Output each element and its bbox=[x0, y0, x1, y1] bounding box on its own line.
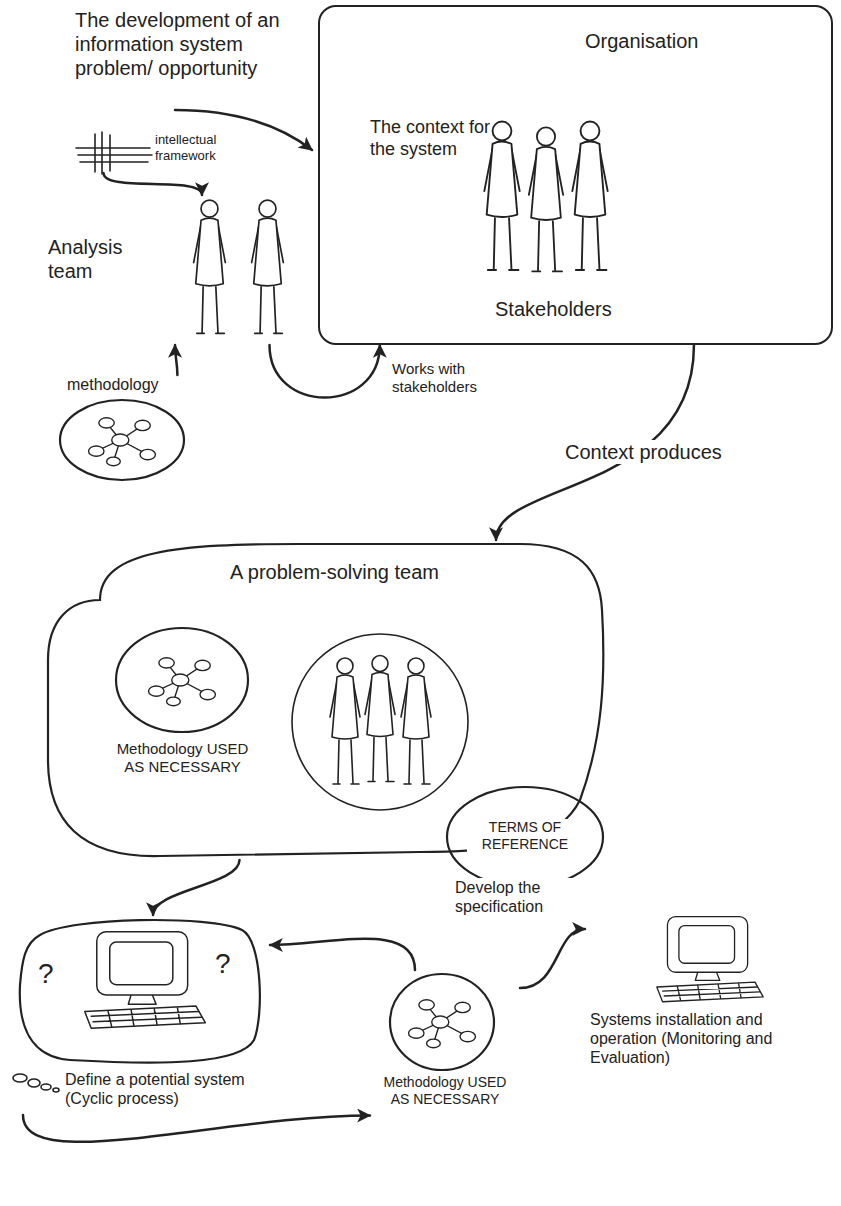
team-figure bbox=[330, 658, 360, 784]
node-text: TERMS OF REFERENCE bbox=[467, 819, 583, 853]
stakeholder-figure bbox=[484, 122, 519, 271]
methodology-ellipse: methodology bbox=[55, 375, 191, 485]
organisation-box: OrganisationThe context for the systemSt… bbox=[318, 5, 833, 345]
node-text: A problem-solving team bbox=[230, 560, 490, 584]
connector-arrow bbox=[270, 939, 415, 970]
analyst-figure bbox=[194, 200, 226, 333]
node-text: Systems installation and operation (Moni… bbox=[590, 1010, 785, 1068]
node-text: Stakeholders bbox=[495, 297, 655, 321]
thought-bubbles bbox=[13, 1074, 59, 1092]
node-text: Methodology USED AS NECESSARY bbox=[105, 740, 260, 776]
reference-ellipse: TERMS OF REFERENCE bbox=[445, 785, 605, 890]
node-text: Analysis team bbox=[48, 235, 158, 283]
computer-symbol: Systems installation and operation (Moni… bbox=[585, 915, 795, 1090]
system-blob: ?? Define a potential system (Cyclic proc… bbox=[10, 915, 270, 1115]
connector-arrow bbox=[104, 173, 203, 195]
node-text: Organisation bbox=[585, 29, 785, 53]
connector-arrow bbox=[520, 929, 585, 988]
node-text: Define a potential system (Cyclic proces… bbox=[65, 1070, 265, 1108]
methodology-ellipse: Methodology USED AS NECESSARY bbox=[100, 625, 265, 800]
node-text: methodology bbox=[67, 375, 187, 394]
node-text: The context for the system bbox=[370, 117, 495, 160]
analysis-team: Analysis team bbox=[40, 195, 310, 345]
node-outline bbox=[40, 540, 610, 860]
connector-arrow bbox=[270, 345, 380, 398]
free-label: The development of an information system… bbox=[75, 8, 300, 80]
computer-icon bbox=[85, 932, 206, 1028]
team-circle bbox=[292, 634, 468, 810]
framework-symbol: intellectual framework bbox=[75, 128, 265, 173]
node-text: intellectual framework bbox=[155, 132, 260, 163]
framework-hash bbox=[76, 132, 152, 174]
connector-arrow bbox=[23, 1115, 370, 1142]
team-figure bbox=[365, 656, 395, 782]
edge-label: Develop the specification bbox=[455, 878, 615, 916]
node-text: ? bbox=[38, 957, 62, 991]
connector-arrow bbox=[153, 860, 240, 915]
node-text: Methodology USED AS NECESSARY bbox=[378, 1074, 512, 1108]
network-icon bbox=[149, 658, 216, 706]
methodology-ellipse: Methodology USED AS NECESSARY bbox=[370, 970, 520, 1120]
team-blob: A problem-solving teamMethodology USED A… bbox=[40, 540, 610, 860]
edge-label: Context produces bbox=[565, 440, 775, 464]
connector-arrow bbox=[175, 345, 177, 375]
edge-label: Works with stakeholders bbox=[392, 360, 507, 396]
stakeholder-figure bbox=[572, 122, 607, 271]
stakeholder-figure bbox=[529, 127, 563, 271]
node-text: ? bbox=[215, 947, 239, 981]
team-figure bbox=[401, 658, 431, 784]
network-icon bbox=[409, 1000, 476, 1048]
network-icon bbox=[89, 418, 156, 466]
computer-icon bbox=[657, 917, 763, 1002]
analyst-figure bbox=[252, 200, 284, 333]
